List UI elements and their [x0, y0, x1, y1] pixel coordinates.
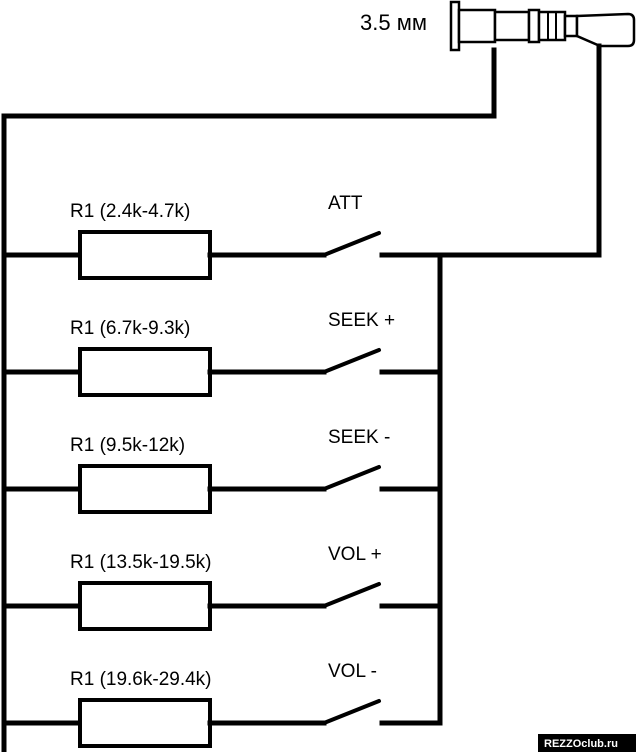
switch-label: SEEK -: [328, 427, 390, 448]
wiring: [1, 43, 602, 752]
switch-label: ATT: [328, 193, 363, 214]
resistor-label: R1 (9.5k-12k): [70, 435, 185, 456]
switch-label: SEEK +: [328, 310, 395, 331]
resistor-icon: [78, 698, 212, 748]
resistor-icon: [78, 464, 212, 514]
resistor-label: R1 (6.7k-9.3k): [70, 318, 190, 339]
resistor-label: R1 (13.5k-19.5k): [70, 552, 212, 573]
resistor-icon: [78, 581, 212, 631]
switch-icon: [322, 699, 381, 725]
resistor-icon: [78, 230, 212, 280]
branch: R1 (2.4k-4.7k) ATT: [1, 193, 443, 280]
switch-label: VOL -: [328, 661, 377, 682]
watermark: REZZOclub.ru: [544, 738, 618, 750]
branch: R1 (13.5k-19.5k) VOL +: [1, 544, 443, 631]
resistor-icon: [78, 347, 212, 397]
branch: R1 (19.6k-29.4k) VOL -: [1, 661, 443, 748]
switch-icon: [322, 231, 381, 257]
branch: R1 (9.5k-12k) SEEK -: [1, 427, 443, 514]
switch-icon: [322, 582, 381, 608]
resistor-label: R1 (2.4k-4.7k): [70, 201, 190, 222]
resistor-label: R1 (19.6k-29.4k): [70, 669, 212, 690]
switch-label: VOL +: [328, 544, 382, 565]
branch: R1 (6.7k-9.3k) SEEK +: [1, 310, 443, 397]
switch-icon: [322, 465, 381, 491]
switch-icon: [322, 348, 381, 374]
watermark-background: [538, 734, 636, 752]
audio-plug-icon: [449, 0, 636, 52]
plug-label: 3.5 мм: [360, 10, 427, 35]
